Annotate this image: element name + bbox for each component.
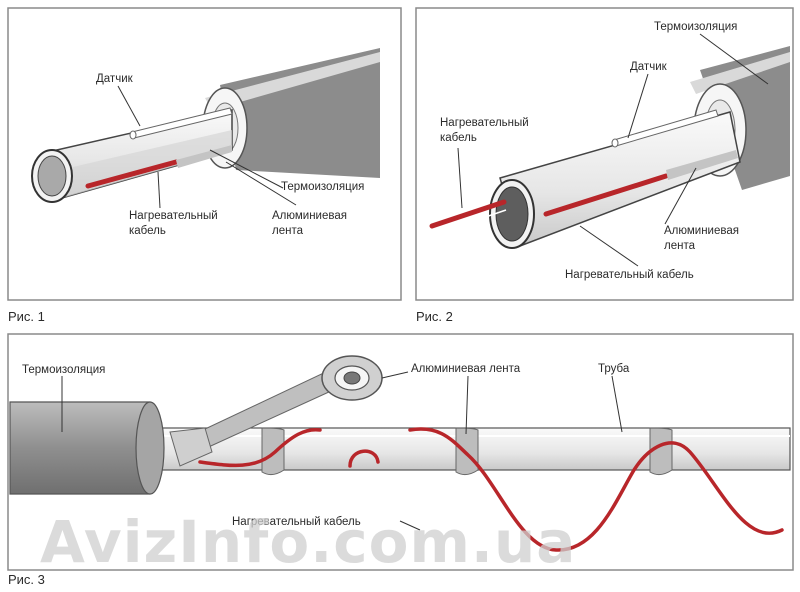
fig1-label-cable-line1: Нагревательный <box>129 210 218 222</box>
fig1-label-tape-line2: лента <box>272 225 304 237</box>
fig2-heating-cables <box>429 173 669 235</box>
fig3-heating-cable <box>198 427 784 552</box>
fig3-label-cable: Нагревательный кабель <box>232 516 361 528</box>
fig3-label-tape: Алюминиевая лента <box>411 363 521 375</box>
fig3-insulation <box>9 401 165 495</box>
fig1-sensor <box>129 107 233 140</box>
fig3-tape-bands <box>261 427 673 476</box>
fig2-sensor <box>611 109 719 148</box>
fig1-caption: Рис. 1 <box>8 309 45 324</box>
fig2-label-sensor: Датчик <box>630 61 668 73</box>
fig1-aluminium-tape <box>176 145 232 168</box>
watermark: AvizInfo.com.ua <box>40 508 576 576</box>
fig1-label-cable-line2: кабель <box>129 225 166 237</box>
fig2-label-tape-line2: лента <box>664 240 696 252</box>
fig1-label-tape-line1: Алюминиевая <box>272 210 347 222</box>
fig2-label-cable-full: Нагревательный кабель <box>565 269 694 281</box>
fig3-leader-lines <box>61 371 623 531</box>
fig2-caption: Рис. 2 <box>416 309 453 324</box>
fig3-tape-roll <box>169 355 383 467</box>
fig3-caption: Рис. 3 <box>8 572 45 587</box>
fig2-label-cable-line1: Нагревательный <box>440 117 529 129</box>
figure-1: Датчик Термоизоляция Нагревательный кабе… <box>7 7 402 324</box>
fig1-label-insulation: Термоизоляция <box>281 181 364 193</box>
fig2-label-cable-line2: кабель <box>440 132 477 144</box>
fig2-leader-lines <box>457 33 769 267</box>
figure-2: Термоизоляция Датчик Нагревательный кабе… <box>415 7 794 324</box>
fig1-heating-cable <box>85 159 179 189</box>
fig3-label-pipe: Труба <box>598 363 630 375</box>
fig2-label-tape-line1: Алюминиевая <box>664 225 739 237</box>
fig2-aluminium-tape <box>666 150 738 180</box>
fig3-label-insulation: Термоизоляция <box>22 364 105 376</box>
fig1-leader-lines <box>117 85 297 209</box>
figure-3: Термоизоляция Алюминиевая лента Труба На… <box>7 333 794 587</box>
fig1-label-sensor: Датчик <box>96 73 134 85</box>
fig2-label-insulation: Термоизоляция <box>654 21 737 33</box>
